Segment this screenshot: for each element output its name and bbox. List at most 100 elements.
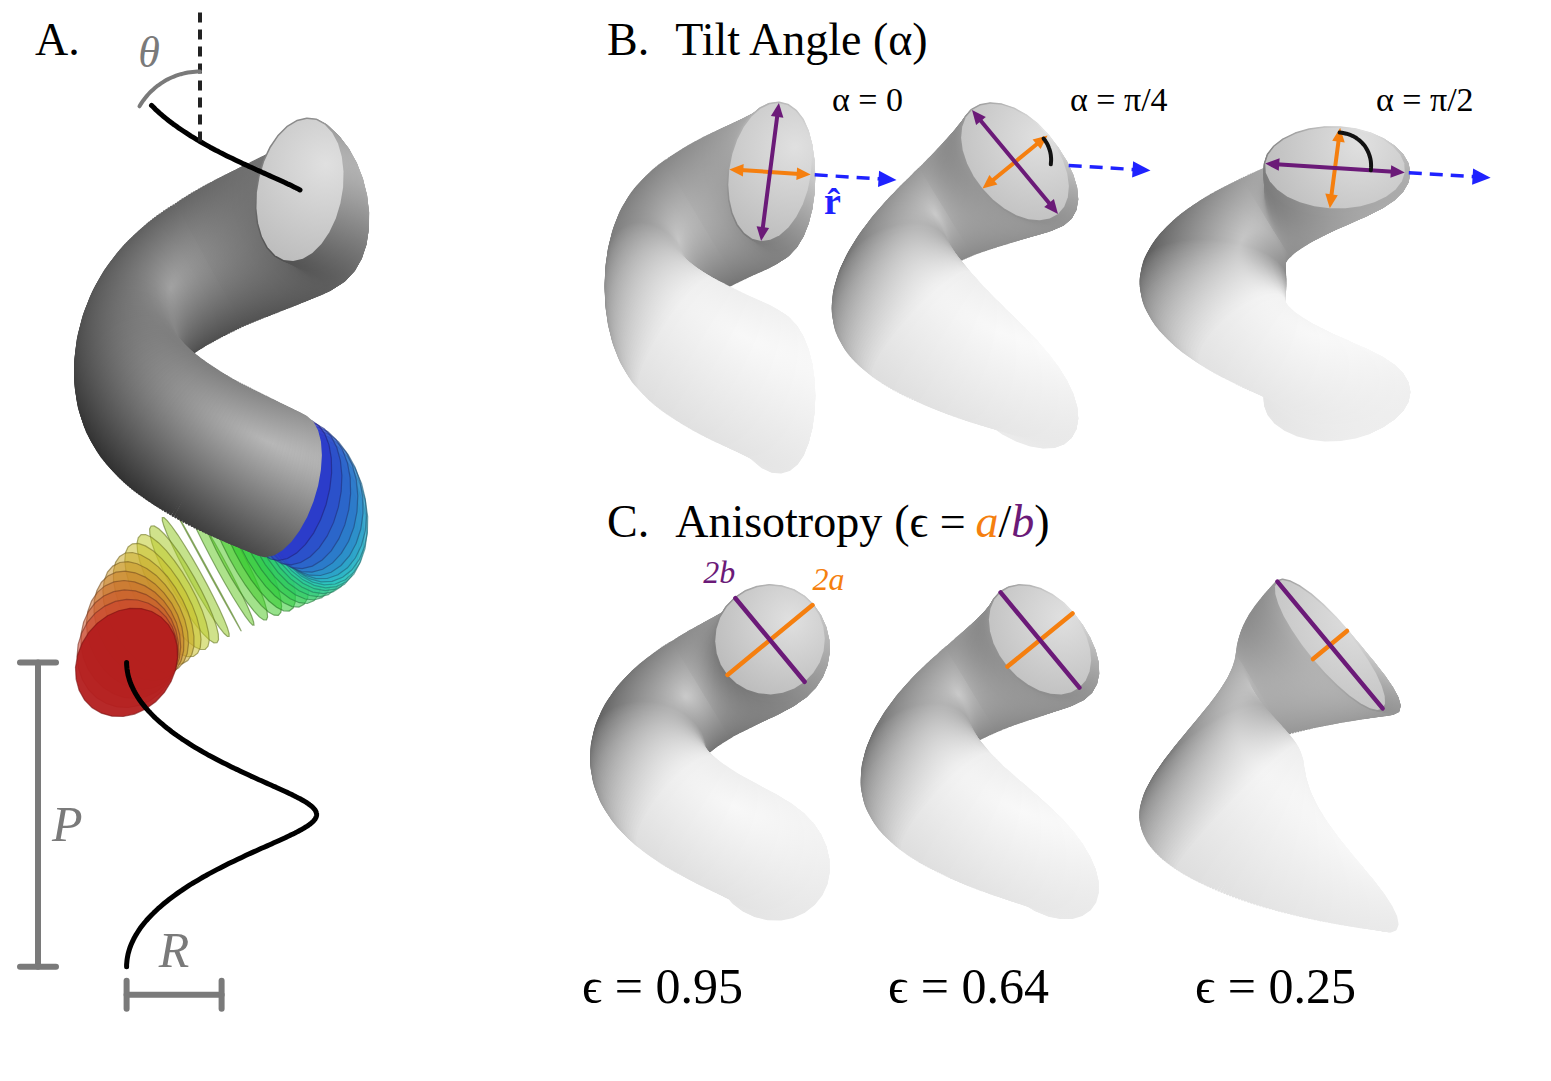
a-axis-arrow-head — [729, 164, 743, 177]
b-axis-arrow — [763, 114, 778, 230]
vertical-reference — [198, 8, 202, 142]
tube-section — [961, 104, 1069, 221]
tube-section — [940, 767, 1003, 872]
tube-end-face — [1265, 128, 1405, 208]
tube-end-face — [989, 586, 1091, 695]
dimension-symbol: P — [52, 796, 83, 852]
label-slot: 2b — [703, 554, 735, 591]
tube-section — [1265, 129, 1406, 210]
tube-section — [1239, 307, 1288, 384]
tube-section — [961, 104, 1070, 220]
radial-direction — [1409, 173, 1477, 177]
a-axis-arrow-head — [983, 175, 998, 189]
tube-section — [173, 386, 244, 515]
tube-section — [168, 384, 240, 512]
tube-section — [715, 586, 825, 695]
label-slot: ϵ = 0.95 — [582, 958, 743, 1016]
axis-symbol: b — [1011, 496, 1034, 547]
label-slot: r̂ — [824, 180, 841, 224]
tube-section — [1265, 128, 1405, 208]
tilt-value: α = π/2 — [1376, 81, 1474, 118]
dimension-symbol: R — [159, 921, 190, 977]
axis-length: 2a — [813, 561, 845, 597]
tube-end-face — [1275, 580, 1385, 710]
b-axis-line — [1277, 582, 1382, 709]
label-slot: B. Tilt Angle (α) — [607, 14, 928, 67]
tube-section — [1222, 758, 1302, 891]
panel-title: / — [999, 496, 1012, 547]
tube-section — [1243, 309, 1289, 386]
unit-vector: r̂ — [824, 180, 841, 222]
label-slot: R — [159, 921, 190, 979]
tilt-angle-arc — [1340, 133, 1372, 171]
tube-section — [672, 771, 731, 869]
tube-section — [665, 292, 737, 412]
radius-bar-cap — [124, 981, 130, 1009]
panel-title: (ϵ = — [894, 496, 965, 547]
label-slot: 2a — [813, 561, 845, 598]
b-axis-arrow — [1276, 164, 1393, 171]
b-axis-arrow-head — [1044, 199, 1058, 214]
label-slot: ϵ = 0.64 — [888, 958, 1049, 1016]
panel-letter: B. — [607, 14, 649, 65]
label-slot: α = 0 — [832, 80, 903, 119]
panel-title: ) — [1034, 496, 1049, 547]
b-axis-line — [1001, 592, 1080, 687]
radial-direction-head — [878, 171, 897, 187]
tube-section — [176, 387, 247, 517]
helix-drawings — [20, 8, 1491, 1009]
axis-symbol: a — [976, 496, 999, 547]
tube-section — [729, 104, 812, 242]
radial-direction-head — [1132, 161, 1150, 177]
a-axis-arrow-head — [796, 167, 810, 180]
tube-section — [1275, 580, 1385, 710]
tube-end-face — [961, 104, 1069, 221]
tube-section — [989, 586, 1091, 695]
label-slot: α = π/4 — [1070, 80, 1168, 119]
tube-end-face — [715, 586, 825, 695]
pitch-bar — [35, 662, 41, 966]
tube-section — [715, 587, 826, 696]
radial-direction-head — [1472, 169, 1491, 185]
tube-section — [1265, 128, 1405, 209]
label-slot: ϵ = 0.25 — [1195, 958, 1356, 1016]
radial-direction — [815, 175, 883, 179]
radius-bar-cap — [219, 981, 225, 1009]
tube-end-face — [728, 103, 811, 241]
label-slot: θ — [138, 28, 160, 79]
tube-section — [913, 285, 981, 398]
panel-title: Anisotropy — [675, 496, 882, 547]
anisotropy-value: ϵ = 0.95 — [582, 958, 743, 1014]
label-slot: α = π/2 — [1376, 80, 1474, 119]
tilt-value: α = π/4 — [1070, 81, 1168, 118]
helix-centerline — [127, 662, 317, 966]
label-slot: P — [52, 796, 83, 854]
tilt-angle-arc — [1044, 139, 1052, 165]
tube-section — [989, 586, 1092, 695]
panel-title: Tilt Angle (α) — [675, 14, 927, 65]
b-axis-arrow-head — [1265, 158, 1279, 171]
tube-section — [729, 104, 812, 242]
tube-section — [178, 388, 248, 518]
b-axis-arrow-head — [972, 110, 986, 125]
tube-section — [171, 385, 242, 514]
b-axis-line — [735, 598, 804, 682]
a-axis-arrow-head — [1332, 128, 1345, 143]
radial-direction — [1069, 165, 1137, 169]
tilt-value: α = 0 — [832, 81, 903, 118]
helix-centerline — [152, 105, 301, 190]
b-axis-arrow-head — [1390, 165, 1404, 178]
b-axis-arrow-head — [771, 103, 784, 118]
b-axis-arrow — [979, 119, 1051, 206]
b-axis-arrow-head — [757, 226, 770, 241]
axis-length: 2b — [703, 554, 735, 590]
tube-section — [728, 103, 811, 241]
a-axis-arrow-head — [1325, 194, 1338, 209]
panel-letter: A. — [35, 14, 80, 65]
tube-section — [715, 586, 825, 695]
panel-letter: C. — [607, 496, 649, 547]
label-slot: C. Anisotropy(ϵ =a/b) — [607, 496, 1050, 549]
label-slot: A. — [35, 14, 80, 67]
radius-bar — [127, 992, 222, 998]
